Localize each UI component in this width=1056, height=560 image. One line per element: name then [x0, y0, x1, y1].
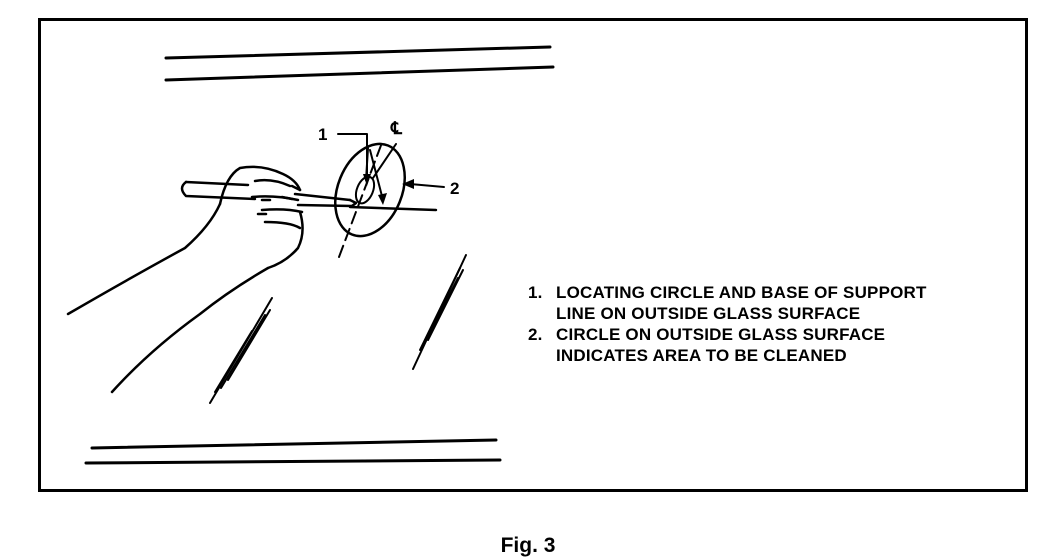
- figure-caption: Fig. 3: [500, 534, 556, 557]
- legend-marker-2: 2.: [528, 325, 543, 344]
- hand-illustration: [66, 165, 304, 394]
- support-base-line: [348, 205, 438, 212]
- glass-bottom-edge-outer: [84, 458, 502, 465]
- legend-item-2-line-1: CIRCLE ON OUTSIDE GLASS SURFACE: [556, 325, 886, 344]
- legend-marker-1: 1.: [528, 283, 543, 302]
- callout-2-leader: [402, 179, 445, 189]
- figure-frame: [38, 18, 1028, 492]
- legend-text-2: CIRCLE ON OUTSIDE GLASS SURFACE INDICATE…: [556, 324, 885, 366]
- figure-legend: 1. LOCATING CIRCLE AND BASE OF SUPPORT L…: [528, 282, 1018, 366]
- callout-2-label: 2: [450, 179, 459, 198]
- legend-text-1: LOCATING CIRCLE AND BASE OF SUPPORT LINE…: [556, 282, 927, 324]
- legend-item-2-line-2: INDICATES AREA TO BE CLEANED: [556, 346, 847, 365]
- glass-top-edge-outer: [164, 45, 552, 60]
- center-line: [338, 139, 384, 258]
- centerline-symbol: ℄: [390, 119, 403, 138]
- legend-item-1-line-1: LOCATING CIRCLE AND BASE OF SUPPORT: [556, 283, 927, 302]
- cleaning-area-circle: [334, 142, 406, 238]
- callout-1-label: 1: [318, 125, 327, 144]
- glass-reflection-center: [209, 297, 273, 404]
- glass-bottom-edge-inner: [90, 438, 498, 450]
- glass-top-edge-inner: [164, 65, 555, 82]
- legend-item-2: 2. CIRCLE ON OUTSIDE GLASS SURFACE INDIC…: [528, 324, 1018, 366]
- centerline-leader: [365, 143, 397, 205]
- legend-item-1-line-2: LINE ON OUTSIDE GLASS SURFACE: [556, 304, 861, 323]
- marker-pen: [180, 180, 358, 208]
- legend-item-1: 1. LOCATING CIRCLE AND BASE OF SUPPORT L…: [528, 282, 1018, 324]
- glass-reflection-right: [412, 254, 467, 370]
